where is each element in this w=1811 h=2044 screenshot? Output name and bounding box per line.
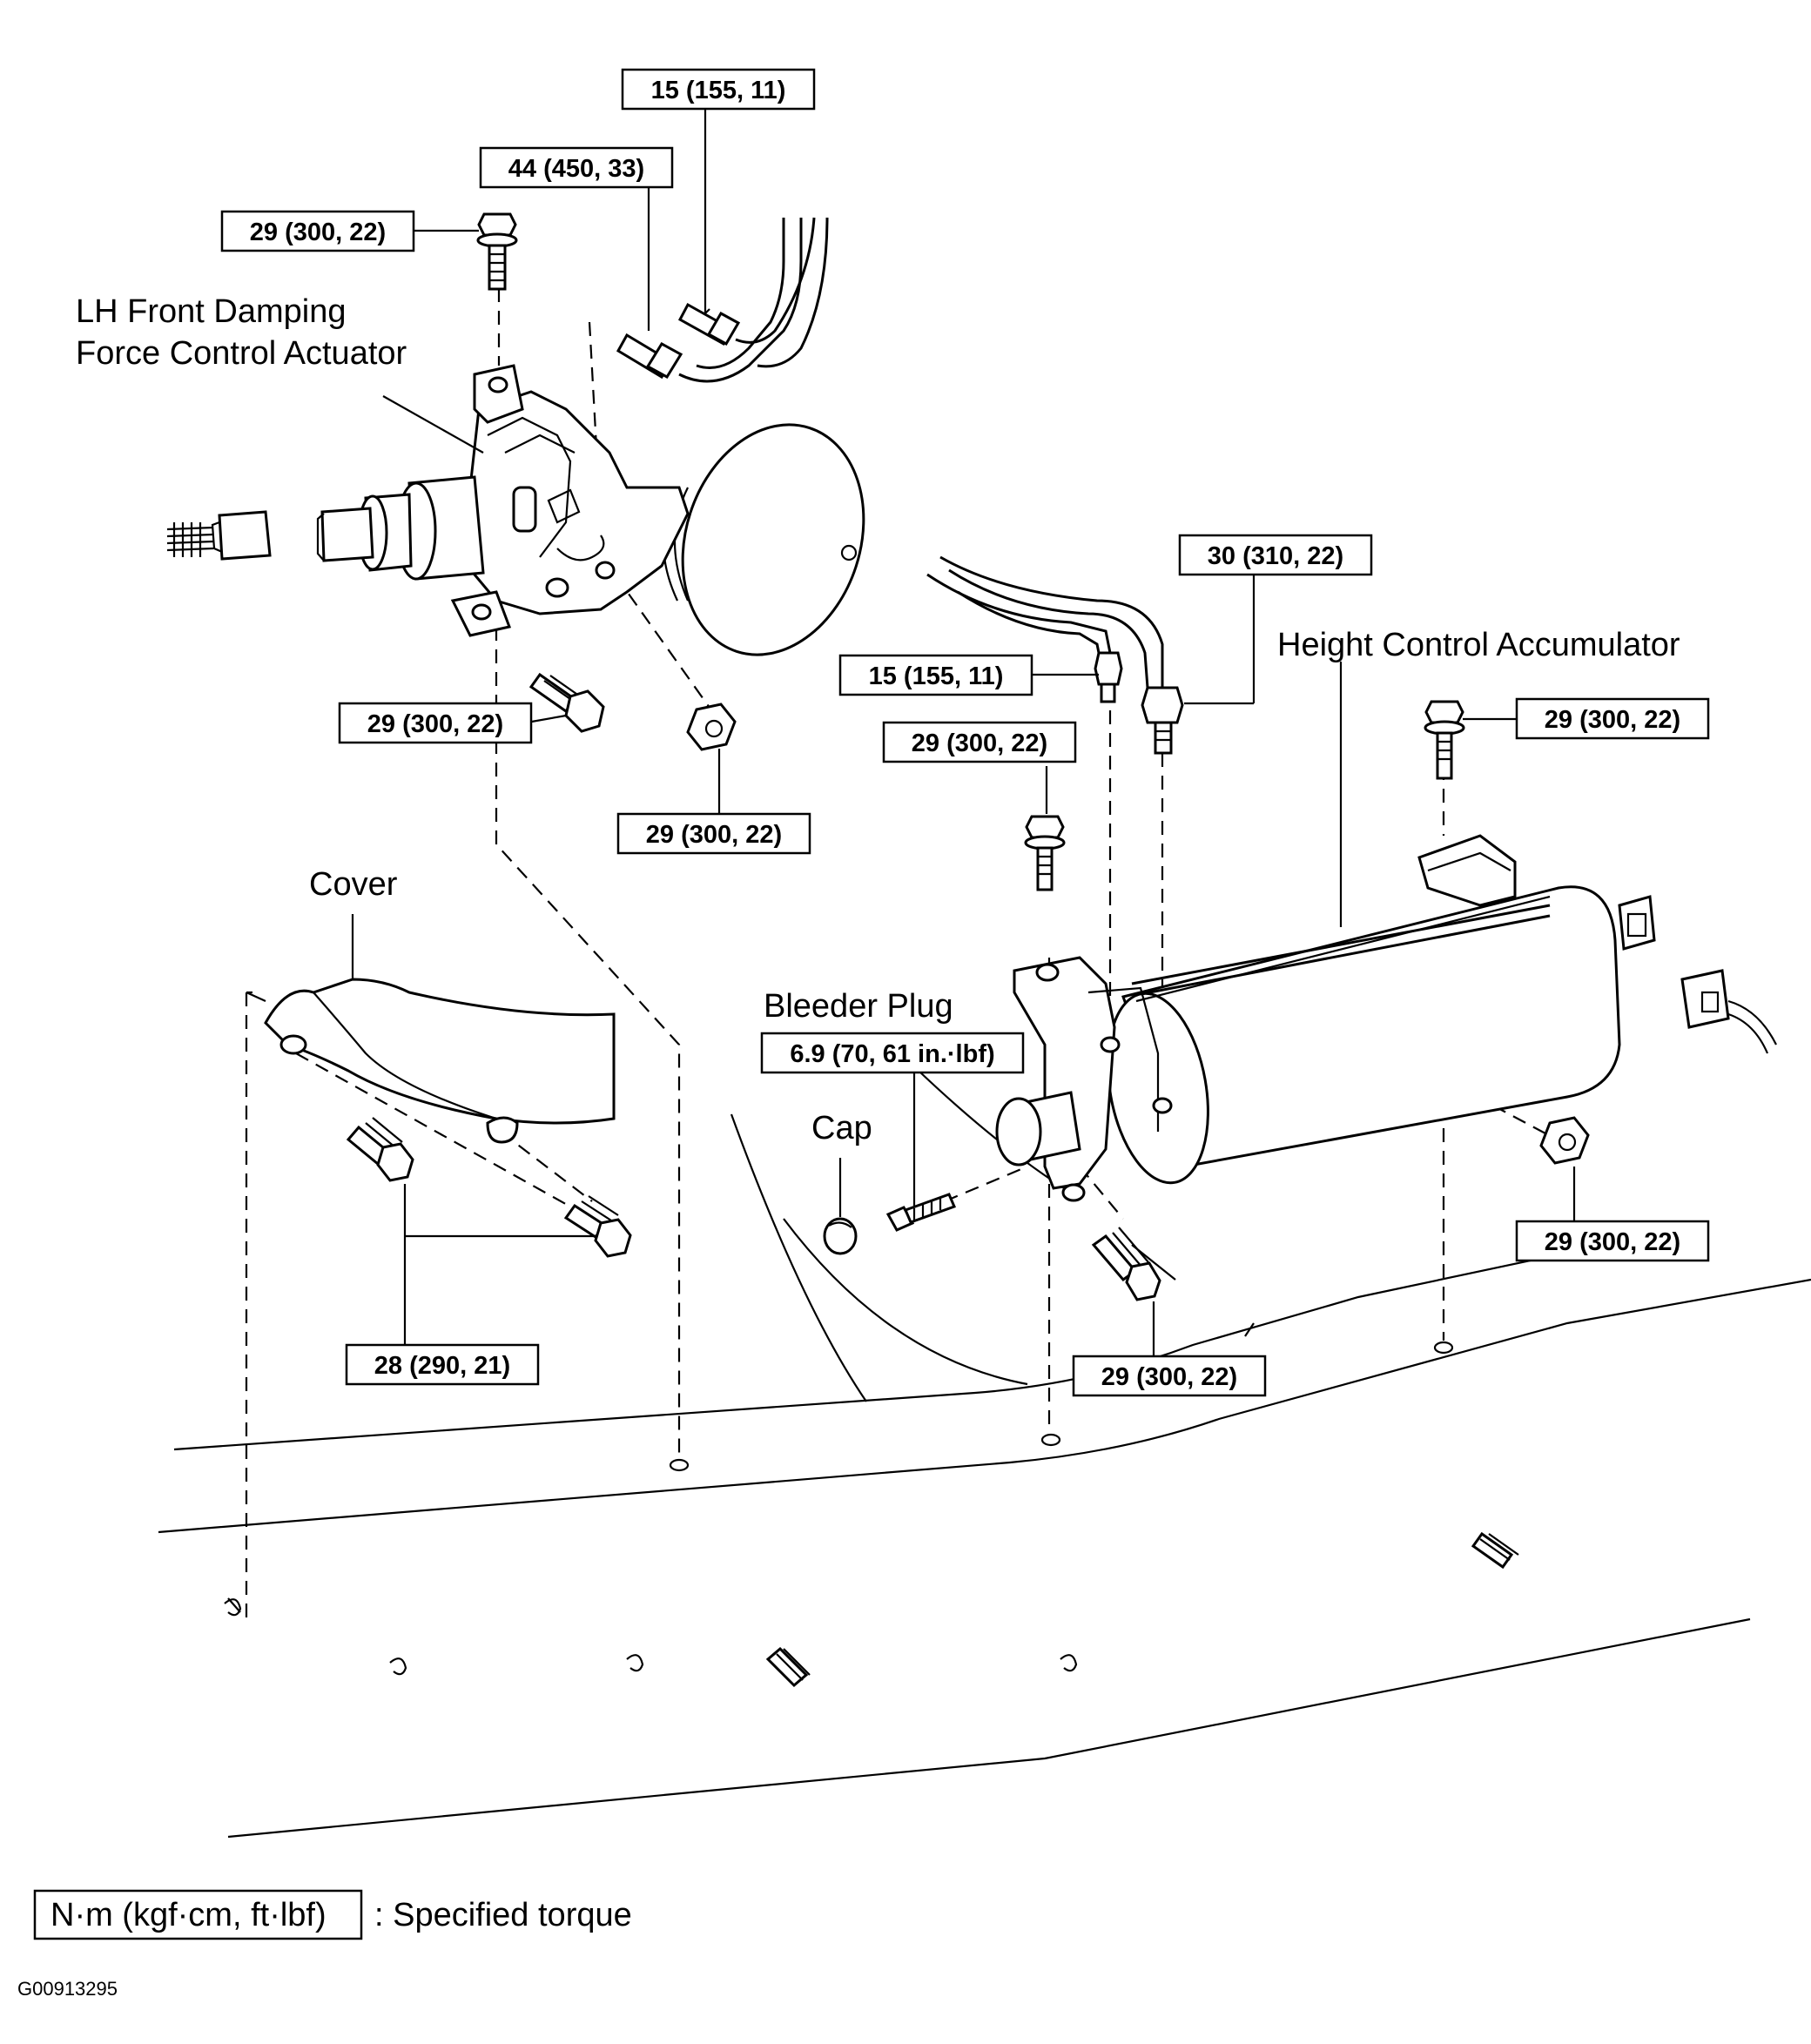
torque-box: 29 (300, 22) bbox=[1515, 1220, 1710, 1262]
bolt-cover-right bbox=[563, 1195, 632, 1258]
svg-text:30 (310, 22): 30 (310, 22) bbox=[1208, 542, 1343, 570]
svg-text:29 (300, 22): 29 (300, 22) bbox=[646, 821, 782, 849]
bleeder-plug-label: Bleeder Plug bbox=[764, 988, 953, 1025]
torque-specs: 15 (155, 11) 44 (450, 33) 29 (300, 22) 2… bbox=[220, 68, 1710, 1397]
torque-box: 29 (300, 22) bbox=[882, 721, 1077, 763]
svg-text:29 (300, 22): 29 (300, 22) bbox=[367, 710, 503, 738]
torque-box: 30 (310, 22) bbox=[1178, 534, 1373, 576]
actuator-bolts bbox=[476, 212, 737, 751]
damping-force-control-actuator bbox=[166, 217, 865, 656]
accumulator-bolts bbox=[823, 700, 1590, 1301]
bolt-accumulator-left bbox=[1024, 815, 1066, 891]
legend-unit: N·m (kgf·cm, ft·lbf) bbox=[50, 1897, 327, 1933]
part-labels: LH Front Damping Force Control Actuator … bbox=[76, 293, 1680, 1146]
torque-box: 29 (300, 22) bbox=[616, 812, 811, 855]
svg-text:29 (300, 22): 29 (300, 22) bbox=[1101, 1363, 1237, 1391]
torque-box: 15 (155, 11) bbox=[621, 68, 816, 111]
svg-text:15 (155, 11): 15 (155, 11) bbox=[869, 662, 1004, 690]
svg-text:29 (300, 22): 29 (300, 22) bbox=[1545, 706, 1680, 734]
torque-box: 29 (300, 22) bbox=[1072, 1355, 1267, 1397]
torque-box: 29 (300, 22) bbox=[220, 210, 415, 252]
body-panel bbox=[158, 1070, 1811, 1839]
cover bbox=[246, 978, 616, 1144]
svg-text:44 (450, 33): 44 (450, 33) bbox=[508, 155, 644, 183]
cover-bolts bbox=[346, 1117, 632, 1258]
cap-label: Cap bbox=[811, 1110, 872, 1146]
cap bbox=[823, 1217, 858, 1255]
bleeder-plug bbox=[885, 1193, 957, 1232]
bolt-accumulator-lower bbox=[1091, 1227, 1161, 1301]
svg-text:28 (290, 21): 28 (290, 21) bbox=[374, 1352, 510, 1380]
bolt-actuator-lower bbox=[528, 672, 605, 733]
torque-box: 6.9 (70, 61 in.·lbf) bbox=[760, 1032, 1025, 1074]
actuator-label-line2: Force Control Actuator bbox=[76, 335, 407, 372]
svg-text:29 (300, 22): 29 (300, 22) bbox=[1545, 1228, 1680, 1256]
torque-box: 28 (290, 21) bbox=[345, 1343, 540, 1386]
bolt-actuator-top bbox=[476, 212, 518, 291]
accumulator-label: Height Control Accumulator bbox=[1277, 627, 1680, 663]
svg-text:15 (155, 11): 15 (155, 11) bbox=[651, 77, 786, 104]
figure-code: G00913295 bbox=[17, 1978, 118, 2000]
svg-text:6.9 (70, 61 in.·lbf): 6.9 (70, 61 in.·lbf) bbox=[790, 1040, 994, 1068]
torque-legend: N·m (kgf·cm, ft·lbf) : Specified torque bbox=[33, 1889, 632, 1940]
torque-box: 44 (450, 33) bbox=[479, 146, 674, 189]
torque-box: 15 (155, 11) bbox=[838, 654, 1033, 696]
actuator-label-line1: LH Front Damping bbox=[76, 293, 346, 330]
bolt-cover-left bbox=[346, 1117, 414, 1182]
height-control-accumulator bbox=[926, 555, 1777, 1202]
cover-label: Cover bbox=[309, 866, 398, 903]
bolt-accumulator-right bbox=[1424, 700, 1465, 780]
nut-actuator bbox=[686, 703, 737, 751]
torque-box: 29 (300, 22) bbox=[338, 702, 533, 744]
svg-text:29 (300, 22): 29 (300, 22) bbox=[250, 219, 386, 246]
legend-description: : Specified torque bbox=[374, 1897, 632, 1933]
torque-box: 29 (300, 22) bbox=[1515, 697, 1710, 740]
legend-unit-box bbox=[33, 1889, 363, 1940]
nut-accumulator bbox=[1539, 1116, 1590, 1165]
svg-text:29 (300, 22): 29 (300, 22) bbox=[912, 730, 1047, 757]
